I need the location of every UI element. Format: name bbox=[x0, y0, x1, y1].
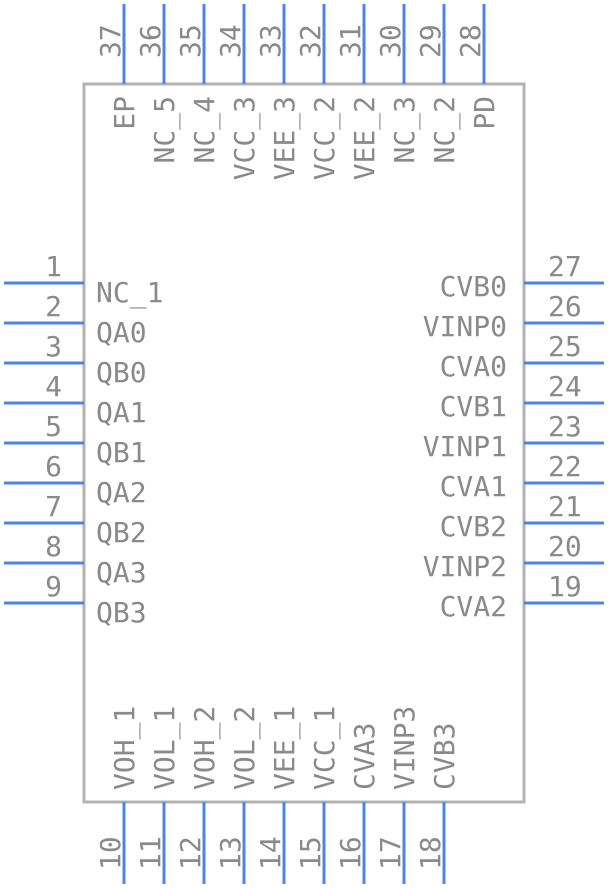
pin-1-label-nc-1: NC_1 bbox=[96, 276, 163, 310]
pin-37-number: 37 bbox=[94, 24, 127, 58]
pin-9-label-qb3: QB3 bbox=[96, 596, 147, 629]
pin-19-number: 19 bbox=[548, 570, 582, 603]
pin-21-label-cvb2: CVB2 bbox=[440, 510, 507, 543]
pin-4-label-qa1: QA1 bbox=[96, 396, 147, 429]
pin-8-label-qa3: QA3 bbox=[96, 556, 147, 589]
pin-25-number: 25 bbox=[548, 330, 582, 363]
pin-16-number: 16 bbox=[334, 836, 367, 870]
pin-34-number: 34 bbox=[214, 24, 247, 58]
pin-15-label-vcc-1: VCC_1 bbox=[308, 706, 342, 790]
pin-24-label-cvb1: CVB1 bbox=[440, 390, 507, 423]
pin-7-label-qb2: QB2 bbox=[96, 516, 147, 549]
pin-27-number: 27 bbox=[548, 250, 582, 283]
pin-22-label-cva1: CVA1 bbox=[440, 470, 507, 503]
pin-17-label-vinp3: VINP3 bbox=[388, 706, 421, 790]
pin-10-label-voh-1: VOH_1 bbox=[108, 706, 142, 790]
pin-13-label-vol-2: VOL_2 bbox=[228, 706, 262, 790]
pin-36-number: 36 bbox=[134, 24, 167, 58]
pin-20-label-vinp2: VINP2 bbox=[423, 550, 507, 583]
pin-29-number: 29 bbox=[414, 24, 447, 58]
pin-14-number: 14 bbox=[254, 836, 287, 870]
pin-31-number: 31 bbox=[334, 24, 367, 58]
pin-32-label-vcc-2: VCC_2 bbox=[308, 96, 342, 180]
pin-29-label-nc-2: NC_2 bbox=[428, 96, 462, 163]
bottom-pins: 10 VOH_1 11 VOL_1 12 VOH_2 13 VOL_2 14 VEE_1 15 VCC… bbox=[94, 706, 461, 884]
pin-15-number: 15 bbox=[294, 836, 327, 870]
pin-30-number: 30 bbox=[374, 24, 407, 58]
pin-23-label-vinp1: VINP1 bbox=[423, 430, 507, 463]
pin-7-number: 7 bbox=[45, 490, 62, 523]
pin-33-number: 33 bbox=[254, 24, 287, 58]
pin-3-label-qb0: QB0 bbox=[96, 356, 147, 389]
pin-21-number: 21 bbox=[548, 490, 582, 523]
pin-5-number: 5 bbox=[45, 410, 62, 443]
pin-30-label-nc-3: NC_3 bbox=[388, 96, 422, 163]
pin-19-label-cva2: CVA2 bbox=[440, 590, 507, 623]
pin-35-number: 35 bbox=[174, 24, 207, 58]
pin-8-number: 8 bbox=[45, 530, 62, 563]
pin-6-label-qa2: QA2 bbox=[96, 476, 147, 509]
pin-32-number: 32 bbox=[294, 24, 327, 58]
pin-28-number: 28 bbox=[454, 24, 487, 58]
pin-36-label-nc-5: NC_5 bbox=[148, 96, 182, 163]
pin-34-label-vcc-3: VCC_3 bbox=[228, 96, 262, 180]
pin-33-label-vee-3: VEE_3 bbox=[268, 96, 302, 180]
pin-5-label-qb1: QB1 bbox=[96, 436, 147, 469]
pin-24-number: 24 bbox=[548, 370, 582, 403]
ic-body bbox=[82, 82, 526, 804]
pin-37-label-ep: EP bbox=[108, 96, 141, 130]
pin-9-number: 9 bbox=[45, 570, 62, 603]
pin-31-label-vee-2: VEE_2 bbox=[348, 96, 382, 180]
pin-26-label-vinp0: VINP0 bbox=[423, 310, 507, 343]
pin-22-number: 22 bbox=[548, 450, 582, 483]
pin-20-number: 20 bbox=[548, 530, 582, 563]
pin-11-number: 11 bbox=[134, 836, 167, 870]
pin-3-number: 3 bbox=[45, 330, 62, 363]
pin-2-label-qa0: QA0 bbox=[96, 316, 147, 349]
pin-12-label-voh-2: VOH_2 bbox=[188, 706, 222, 790]
pin-4-number: 4 bbox=[45, 370, 62, 403]
pin-17-number: 17 bbox=[374, 836, 407, 870]
pin-11-label-vol-1: VOL_1 bbox=[148, 706, 182, 790]
pin-16-label-cva3: CVA3 bbox=[348, 723, 381, 790]
pin-14-label-vee-1: VEE_1 bbox=[268, 706, 302, 790]
pin-27-label-cvb0: CVB0 bbox=[440, 270, 507, 303]
pin-26-number: 26 bbox=[548, 290, 582, 323]
pin-23-number: 23 bbox=[548, 410, 582, 443]
pin-2-number: 2 bbox=[45, 290, 62, 323]
pin-1-number: 1 bbox=[45, 250, 62, 283]
pin-18-number: 18 bbox=[414, 836, 447, 870]
pin-10-number: 10 bbox=[94, 836, 127, 870]
pin-28-label-pd: PD bbox=[468, 96, 501, 130]
pin-6-number: 6 bbox=[45, 450, 62, 483]
pin-25-label-cva0: CVA0 bbox=[440, 350, 507, 383]
pin-18-label-cvb3: CVB3 bbox=[428, 723, 461, 790]
pin-12-number: 12 bbox=[174, 836, 207, 870]
pin-13-number: 13 bbox=[214, 836, 247, 870]
pin-35-label-nc-4: NC_4 bbox=[188, 96, 222, 163]
